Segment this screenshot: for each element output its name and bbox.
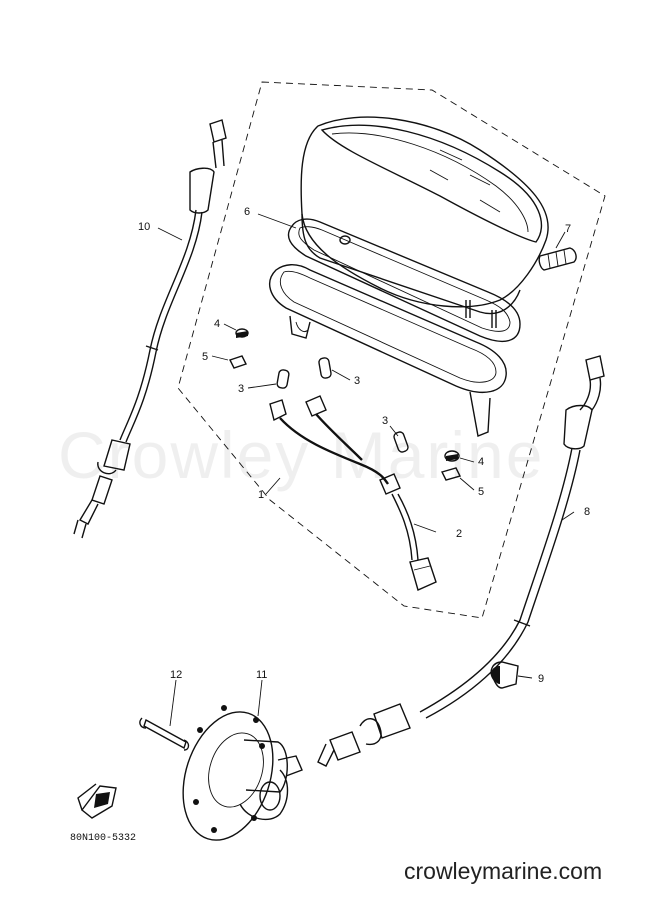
bulb-right (393, 431, 409, 453)
callout-8: 8 (584, 506, 590, 518)
gasket (287, 218, 521, 343)
callout-10: 10 (138, 221, 150, 233)
bulb-left (276, 369, 290, 389)
washer-left (235, 328, 249, 338)
callout-4-right: 4 (478, 456, 484, 468)
callout-3-middle: 3 (354, 375, 360, 387)
callout-6: 6 (244, 206, 250, 218)
gear-housing (182, 705, 303, 841)
pin (139, 717, 190, 751)
lower-case (268, 264, 507, 437)
callout-2: 2 (456, 528, 462, 540)
callout-11: 11 (256, 669, 267, 681)
callout-4-left: 4 (214, 318, 220, 330)
meter-housing (300, 116, 549, 328)
callout-12: 12 (170, 669, 182, 681)
callout-7: 7 (565, 223, 571, 235)
diagram-code: 80N100-5332 (70, 833, 136, 844)
leader-lines (157, 213, 575, 727)
washer-right (444, 450, 460, 462)
site-credit: crowleymarine.com (404, 858, 603, 884)
callout-5-right: 5 (478, 486, 484, 498)
bulb-middle (318, 357, 332, 379)
cable-clamp (490, 661, 519, 689)
callout-9: 9 (538, 673, 544, 685)
cable-right (317, 355, 605, 767)
cable-left (73, 119, 227, 539)
front-arrow-icon (77, 783, 117, 819)
wire-harness (269, 395, 437, 591)
side-screw (538, 247, 577, 271)
assembly-boundary (177, 81, 606, 619)
callout-3-left: 3 (238, 383, 244, 395)
nut-left (229, 355, 247, 369)
callout-5-left: 5 (202, 351, 208, 363)
callout-1: 1 (258, 489, 264, 501)
nut-right (440, 467, 462, 481)
callout-3-right: 3 (382, 415, 388, 427)
